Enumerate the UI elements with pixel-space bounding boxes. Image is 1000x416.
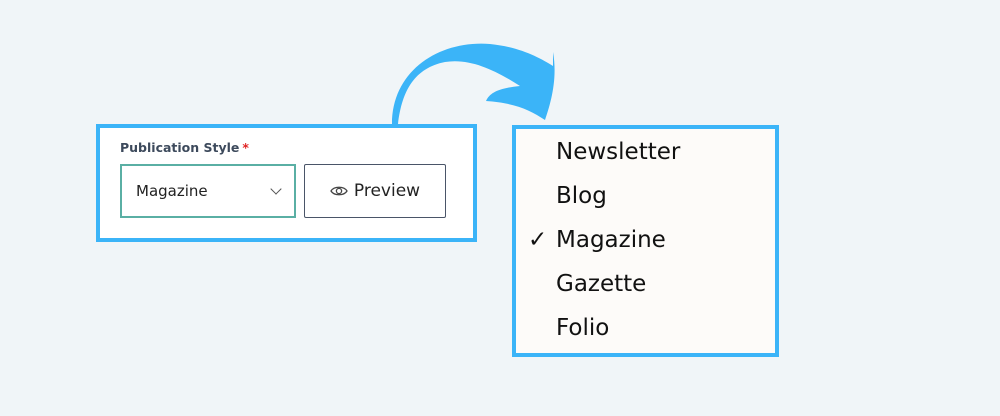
selected-value: Magazine (136, 182, 208, 200)
preview-button[interactable]: Preview (304, 164, 446, 218)
eye-icon (330, 186, 348, 196)
menu-item-folio[interactable]: Folio (556, 315, 610, 341)
checkmark-icon: ✓ (528, 227, 548, 253)
field-label: Publication Style* (120, 140, 249, 155)
menu-item-blog[interactable]: Blog (556, 183, 607, 209)
publication-style-field: Publication Style* Magazine Preview (96, 124, 477, 242)
required-mark: * (242, 140, 249, 155)
preview-label: Preview (353, 181, 421, 201)
publication-style-select[interactable]: Magazine (120, 164, 296, 218)
menu-item-magazine[interactable]: Magazine (556, 227, 666, 253)
menu-item-newsletter[interactable]: Newsletter (556, 139, 681, 165)
menu-item-gazette[interactable]: Gazette (556, 271, 647, 297)
chevron-down-icon (270, 183, 282, 195)
dropdown-menu: Newsletter Blog ✓ Magazine Gazette Folio (512, 125, 779, 357)
